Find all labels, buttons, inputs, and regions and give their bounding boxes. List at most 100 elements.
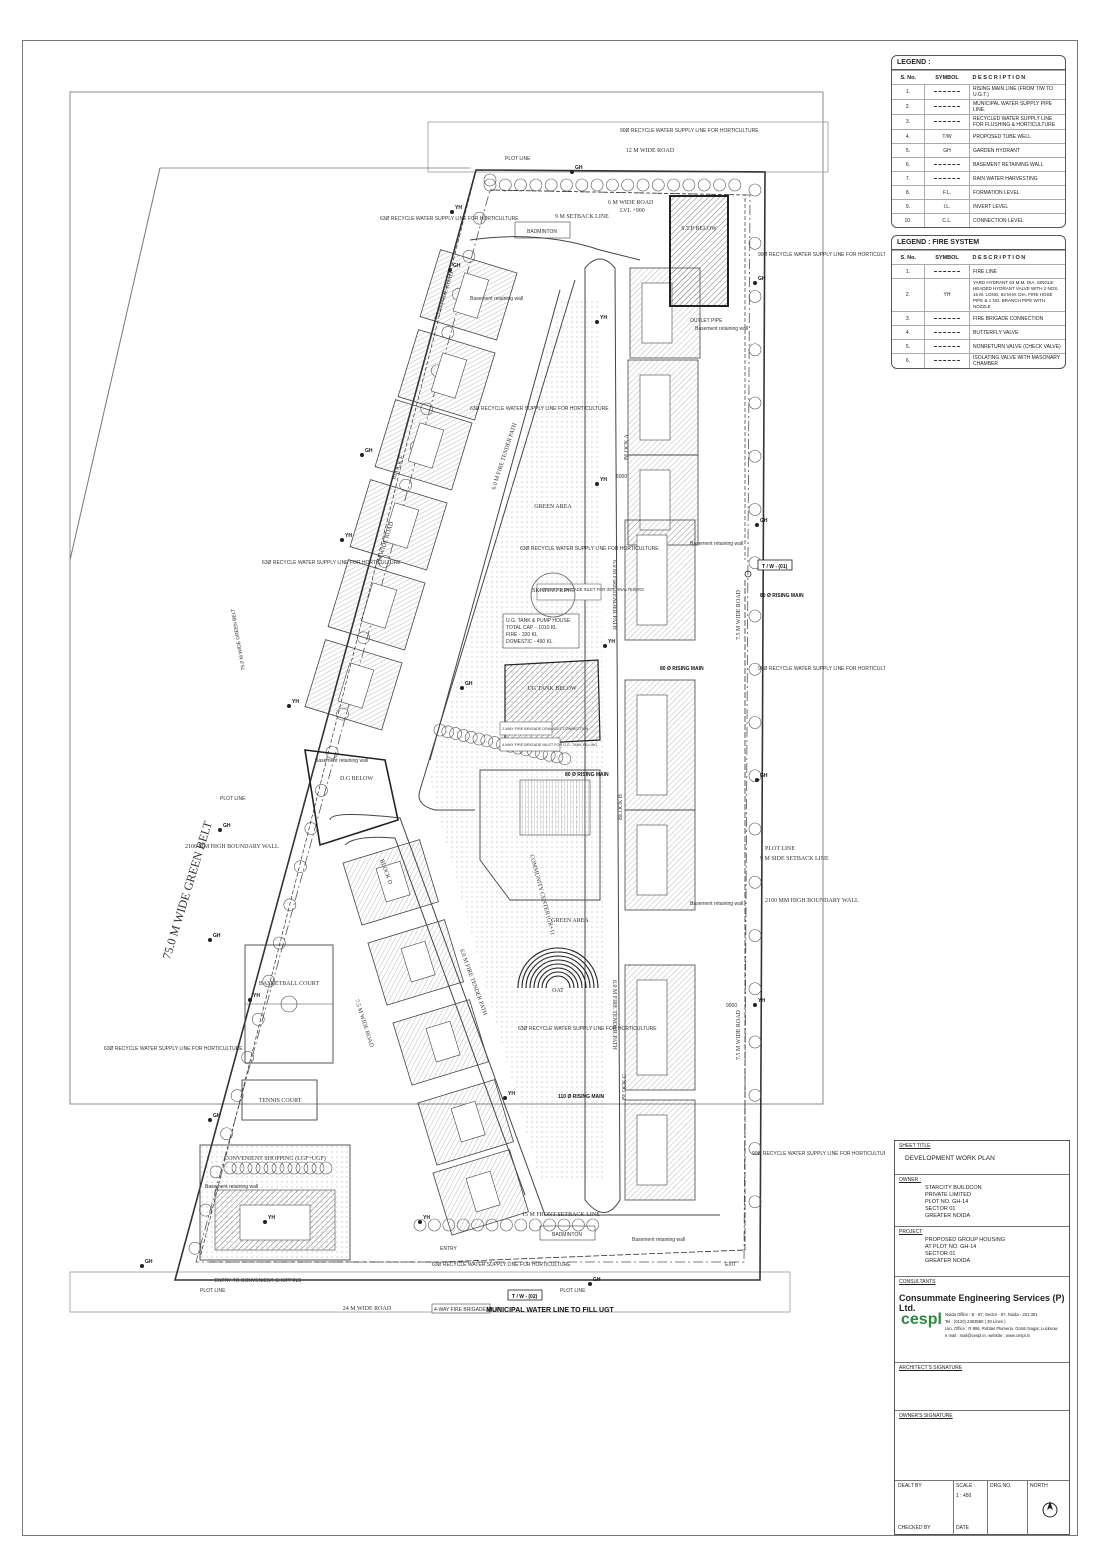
- legend-sno: 4.: [892, 129, 925, 144]
- tower-d: [367, 919, 464, 1006]
- oat-step: [529, 959, 587, 989]
- owner-line-4: SECTOR 01: [925, 1206, 956, 1212]
- badminton-top-label: BADMINTON: [527, 229, 557, 235]
- footer-section: DEALT BY CHECKED BY SCALE : 1 : 450 DATE…: [895, 1481, 1069, 1536]
- garden-hydrant-icon: [208, 1118, 212, 1122]
- legend-row: 7.RAIN WATER HARVESTING: [892, 171, 1065, 186]
- tree-icon: [748, 982, 762, 996]
- tower-d: [432, 1149, 529, 1236]
- yh-label: YH: [758, 998, 765, 1004]
- project-line-2: AT PLOT NO. GH-14: [925, 1244, 977, 1250]
- tree-icon: [748, 396, 762, 410]
- plot-line-bottom-left: PLOT LINE: [200, 1288, 226, 1294]
- line-symbol-icon: [934, 360, 960, 362]
- tower-e-core: [430, 352, 468, 399]
- legend-description: CONNECTION LEVEL: [969, 213, 1065, 227]
- legend-row: 6.BASEMENT RETAINING WALL: [892, 157, 1065, 172]
- address-line-2: Tel : (0120) 2363580 ( 30 Lines ): [945, 1319, 1006, 1324]
- gh-label: GH: [365, 448, 373, 454]
- tree-icon: [528, 1218, 542, 1232]
- legend-row: 10.C.L.CONNECTION LEVEL: [892, 213, 1065, 227]
- tree-icon: [575, 178, 589, 192]
- tower-d: [392, 999, 489, 1086]
- plot-line-top: PLOT LINE: [505, 156, 531, 162]
- legend-description: RAIN WATER HARVESTING: [969, 171, 1065, 186]
- tree-icon: [272, 936, 286, 950]
- legend-symbol: I.L.: [924, 199, 970, 214]
- tower-e: [397, 329, 496, 421]
- fb-drawout-label: 2-WAY FIRE BRIGADE DRAWOUT CONNECTION: [502, 727, 589, 731]
- badminton-bottom-label: BADMINTON: [552, 1232, 582, 1238]
- tree-icon: [748, 929, 762, 942]
- legend-description: INVERT LEVEL: [969, 199, 1065, 214]
- tree-icon: [748, 343, 762, 357]
- tower-d-core: [465, 1170, 501, 1213]
- tree-icon: [473, 211, 486, 225]
- tower-core: [639, 374, 671, 441]
- garden-hydrant-icon: [570, 170, 574, 174]
- tower-e-core: [452, 272, 490, 319]
- fire-legend-row: 4.BUTTERFLY VALVE: [892, 325, 1065, 340]
- legend-symbol: F.L.: [924, 185, 970, 200]
- company-name: Consummate Engineering Services (P) Ltd.: [899, 1293, 1065, 1313]
- gh-label: GH: [453, 263, 461, 269]
- gh-label: GH: [465, 681, 473, 687]
- basement-wall-6: Basement retaining wall: [205, 1184, 258, 1190]
- internal-road-diagonal-inner: [429, 289, 561, 761]
- fire-legend-description: NONRETURN VALVE (CHECK VALVE): [969, 339, 1065, 354]
- plot-line-bottom: PLOT LINE: [560, 1288, 586, 1294]
- basement-wall-2: Basement retaining wall: [695, 326, 748, 332]
- tree-icon: [586, 1218, 600, 1232]
- tree-icon: [220, 1127, 233, 1141]
- legend-symbol: [924, 84, 970, 100]
- owner-section: OWNER : STARCITY BUILDCON PRIVATE LIMITE…: [895, 1175, 1069, 1227]
- tree-icon: [529, 178, 543, 192]
- tw-02-label: T / W - (02): [512, 1294, 538, 1300]
- green-area-label-2: GREEN AREA: [551, 918, 589, 924]
- tower-d-core: [425, 1020, 461, 1063]
- legend-sno: 3.: [892, 114, 925, 130]
- company-logo: cespl: [901, 1311, 942, 1328]
- shopping-label: CONVENIENT SHOPPING (LGF+UGF): [224, 1155, 326, 1162]
- legend-symbol: [924, 171, 970, 186]
- fb-drawout-box: [499, 721, 553, 736]
- garden-hydrant-icon: [755, 778, 759, 782]
- entry-label: ENTRY: [440, 1246, 458, 1252]
- boundary-wall-right: 2100 MM HIGH BOUNDARY WALL: [765, 898, 859, 904]
- tower-d: [417, 1079, 514, 1166]
- fire-legend-symbol: [924, 353, 970, 368]
- rising-110: 110 Ø RISING MAIN: [558, 1094, 605, 1100]
- fire-line-left: [199, 174, 476, 1259]
- tower-e-core: [360, 582, 398, 629]
- boundary-wall-left: 2100 MM HIGH BOUNDARY WALL: [185, 844, 279, 850]
- tower-e: [374, 399, 473, 491]
- fire-legend-table: S. No. SYMBOL D E S C R I P T I O N 1.FI…: [892, 250, 1065, 368]
- north-cell: NORTH: [1027, 1481, 1069, 1536]
- sheet-title: DEVELOPMENT WORK PLAN: [905, 1155, 995, 1162]
- setback-top-label: 9 M SETBACK LINE: [555, 214, 609, 220]
- top-road: [427, 121, 829, 173]
- legend-description: RECYCLED WATER SUPPLY LINE FOR FLUSHING …: [969, 114, 1065, 130]
- yard-hydrant-icon: [418, 1220, 422, 1224]
- side-setback-label: 9 M SIDE SETBACK LINE: [760, 856, 829, 862]
- recycle-63-note-7: 63Ø RECYCLE WATER SUPPLY LINE FOR HORTIC…: [432, 1262, 571, 1268]
- tower-e: [349, 479, 448, 571]
- oat-step: [541, 971, 575, 989]
- swimming-pool: [519, 779, 591, 836]
- recycle-90-note-1: 90Ø RECYCLE WATER SUPPLY LINE FOR HORTIC…: [620, 128, 759, 134]
- basement-wall-3: Basement retaining wall: [690, 541, 743, 547]
- blocks-e: [304, 249, 518, 731]
- oat-step: [517, 947, 599, 989]
- internal-road-top: [469, 236, 641, 261]
- legend-sno: 9.: [892, 199, 925, 214]
- tree-icon: [682, 178, 696, 192]
- tree-icon: [748, 662, 762, 676]
- consultants-caption: CONSULTANTS: [899, 1279, 936, 1285]
- tower-core: [641, 282, 673, 344]
- tree-icon: [748, 716, 762, 729]
- rising-80-mid: 80 Ø RISING MAIN: [660, 666, 704, 672]
- tw-01-box: [757, 559, 793, 571]
- tw-01-label: T / W - (01): [762, 564, 788, 570]
- plot-line-right: PLOT LINE: [765, 846, 795, 852]
